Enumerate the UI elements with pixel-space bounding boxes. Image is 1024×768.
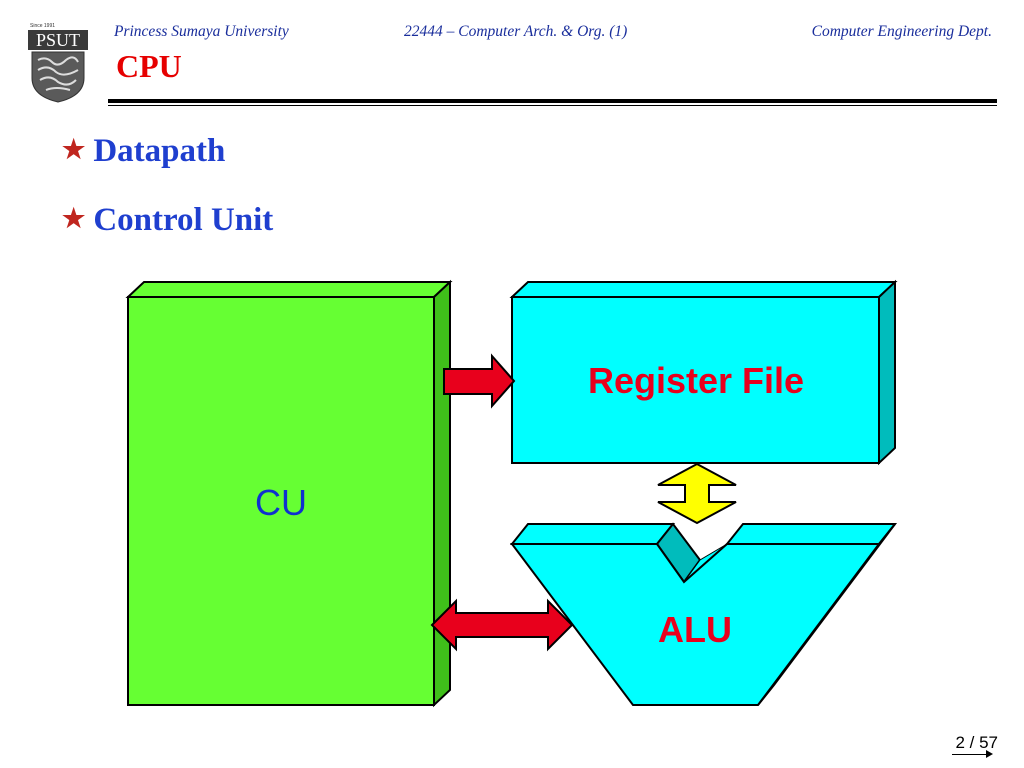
page-number-underline — [952, 754, 990, 755]
register-file-label: Register File — [588, 360, 804, 401]
logo-text: PSUT — [36, 30, 80, 50]
arrow-cu-to-register-file — [443, 353, 516, 409]
bullet-text: Control Unit — [93, 202, 274, 238]
header-course: 22444 – Computer Arch. & Org. (1) — [404, 23, 628, 40]
next-arrow-icon[interactable] — [986, 750, 993, 758]
bullet-text: Datapath — [93, 133, 226, 169]
arrow-cu-alu — [430, 598, 574, 652]
star-icon: ★ — [62, 204, 86, 233]
header-university: Princess Sumaya University — [114, 23, 289, 40]
register-file-block: Register File — [509, 279, 898, 466]
alu-label: ALU — [658, 609, 732, 650]
arrow-register-file-alu — [657, 462, 737, 525]
bullet-datapath: ★Datapath — [62, 135, 225, 168]
page-number: 2 / 57 — [955, 733, 998, 752]
alu-block: ALU — [509, 522, 898, 706]
slide-title: CPU — [116, 48, 182, 84]
psut-logo: Since 1991 PSUT — [28, 23, 88, 103]
header-rule-thin — [108, 105, 997, 106]
cu-block: CU — [125, 279, 453, 708]
logo-small-text: Since 1991 — [30, 23, 55, 29]
star-icon: ★ — [62, 135, 86, 164]
bullet-control-unit: ★Control Unit — [62, 204, 273, 237]
cu-label: CU — [255, 482, 307, 523]
header-department: Computer Engineering Dept. — [811, 23, 992, 40]
header-rule-thick — [108, 99, 997, 103]
